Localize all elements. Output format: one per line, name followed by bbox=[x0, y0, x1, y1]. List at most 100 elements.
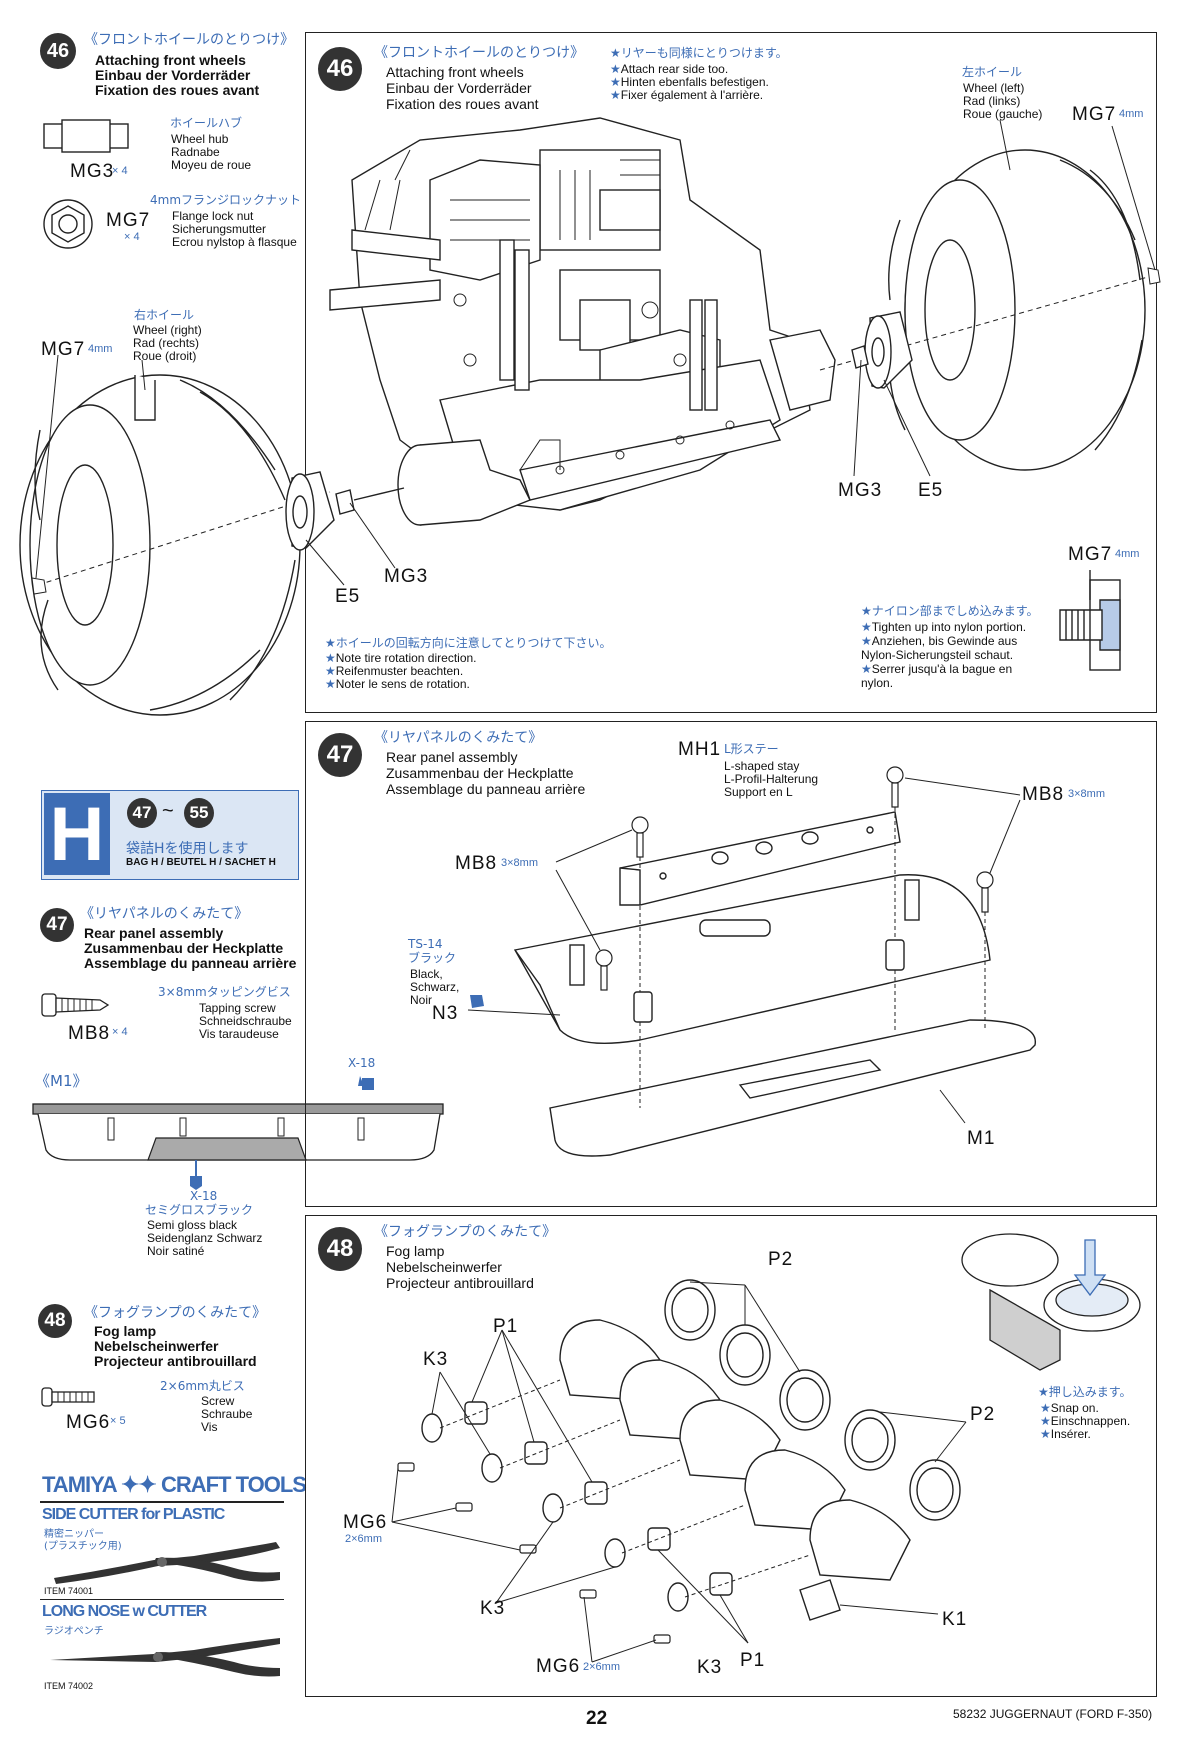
paint-top-label: X-18 bbox=[348, 1056, 376, 1070]
mb8-label-right: MB8 bbox=[1022, 784, 1065, 805]
bag-h-text: BAG H / BEUTEL H / SACHET H bbox=[126, 857, 276, 868]
bag-range-end: 55 bbox=[184, 798, 214, 828]
panel-47-en: Rear panel assembly bbox=[386, 749, 518, 765]
bag-h-jp: 袋詰Hを使用します bbox=[126, 841, 249, 857]
mh1-fr: Support en L bbox=[724, 785, 793, 799]
hub-de: Radnabe bbox=[171, 145, 220, 159]
rear-note-de: ★Hinten ebenfalls befestigen. bbox=[610, 75, 769, 89]
p1-label-top: P1 bbox=[493, 1316, 519, 1337]
mg6-size-bottom: 2×6mm bbox=[583, 1661, 620, 1673]
ts14-en: Black, bbox=[410, 967, 443, 981]
k3-label-bottom: K3 bbox=[697, 1657, 723, 1678]
panel-48-en: Fog lamp bbox=[386, 1243, 445, 1259]
panel-48-fr: Projecteur antibrouillard bbox=[386, 1275, 534, 1291]
rear-note-fr: ★Fixer également à l'arrière. bbox=[610, 88, 764, 102]
hub-jp: ホイールハブ bbox=[170, 116, 243, 130]
mb8-size-left: 3×8mm bbox=[501, 857, 538, 869]
panel-step-46 bbox=[305, 32, 1157, 713]
left-wheel-de: Rad (links) bbox=[963, 94, 1021, 108]
step-46-badge: 46 bbox=[40, 33, 76, 69]
step-46-title-jp: 《フロントホイールのとりつけ》 bbox=[84, 32, 295, 48]
tool1-jp1: 精密ニッパー bbox=[44, 1529, 104, 1540]
mg7-right-label: MG7 bbox=[1072, 104, 1117, 125]
panel-step-48 bbox=[305, 1215, 1157, 1697]
panel-46-jp: 《フロントホイールのとりつけ》 bbox=[374, 45, 585, 61]
k3-label-top: K3 bbox=[423, 1349, 449, 1370]
p2-label-right: P2 bbox=[970, 1404, 996, 1425]
nut-fr: Ecrou nylstop à flasque bbox=[172, 235, 297, 249]
mg7-left-label: MG7 bbox=[41, 339, 86, 360]
bag-range-start: 47 bbox=[127, 798, 157, 828]
rotation-de: ★Reifenmuster beachten. bbox=[325, 664, 464, 678]
nut-jp: 4mmフランジロックナット bbox=[150, 193, 302, 207]
side48-screw-qty: × 5 bbox=[110, 1415, 126, 1427]
side-screw-en: Tapping screw bbox=[199, 1001, 276, 1015]
left-wheel-fr: Roue (gauche) bbox=[963, 107, 1043, 121]
mg3-label-right: MG3 bbox=[838, 480, 883, 501]
mg7-nylon-size: 4mm bbox=[1115, 548, 1140, 560]
nylon-fr: ★Serrer jusqu'à la bague en nylon. bbox=[861, 662, 1013, 690]
step-46-title-en: Attaching front wheels bbox=[95, 52, 246, 68]
step-48-side-badge: 48 bbox=[38, 1304, 72, 1338]
ts14-fr: Noir bbox=[410, 993, 433, 1007]
tool1-item: ITEM 74001 bbox=[44, 1586, 94, 1596]
rotation-jp: ★ホイールの回転方向に注意してとりつけて下さい。 bbox=[325, 636, 612, 650]
nylon-jp: ★ナイロン部までしめ込みます。 bbox=[861, 604, 1039, 618]
side48-screw-en: Screw bbox=[201, 1394, 235, 1408]
p2-label-top: P2 bbox=[768, 1249, 794, 1270]
panel-46-de: Einbau der Vorderräder bbox=[386, 80, 532, 96]
paint-jp: セミグロスブラック bbox=[145, 1203, 254, 1217]
side-screw-code: MB8 bbox=[68, 1023, 111, 1044]
nut-qty: × 4 bbox=[124, 231, 140, 243]
tool2-jp: ラジオペンチ bbox=[44, 1626, 104, 1637]
paint-fr: Noir satiné bbox=[147, 1244, 205, 1258]
tool2-item: ITEM 74002 bbox=[44, 1681, 94, 1691]
snap-en: ★Snap on. bbox=[1040, 1401, 1099, 1415]
page-number: 22 bbox=[586, 1708, 608, 1729]
step-47-side-de: Zusammenbau der Heckplatte bbox=[84, 940, 284, 956]
tool2-name: LONG NOSE w CUTTER bbox=[42, 1603, 207, 1620]
ts14-label: TS-14 bbox=[408, 937, 443, 951]
step-47-side-en: Rear panel assembly bbox=[84, 925, 224, 941]
side-screw-jp: 3×8mmタッピングビス bbox=[158, 985, 291, 999]
mg7-nylon-label: MG7 bbox=[1068, 544, 1113, 565]
hub-code: MG3 bbox=[70, 161, 115, 182]
panel-46-badge: 46 bbox=[318, 47, 362, 91]
nut-de: Sicherungsmutter bbox=[172, 222, 267, 236]
step-48-side-en: Fog lamp bbox=[94, 1323, 157, 1339]
e5-label-right: E5 bbox=[918, 480, 944, 501]
rear-note-en: ★Attach rear side too. bbox=[610, 62, 729, 76]
long-nose-icon bbox=[50, 1638, 280, 1677]
n3-label: N3 bbox=[432, 1003, 459, 1024]
panel-47-jp: 《リヤパネルのくみたて》 bbox=[374, 730, 543, 746]
panel-step-47 bbox=[305, 721, 1157, 1207]
tools-divider-2 bbox=[40, 1599, 284, 1600]
panel-48-badge: 48 bbox=[318, 1227, 362, 1271]
snap-de: ★Einschnappen. bbox=[1040, 1414, 1131, 1428]
rotation-fr: ★Noter le sens de rotation. bbox=[325, 677, 470, 691]
nylon-de: ★Anziehen, bis Gewinde aus Nylon-Sicheru… bbox=[861, 634, 1018, 662]
right-wheel-fr: Roue (droit) bbox=[133, 349, 197, 363]
panel-46-en: Attaching front wheels bbox=[386, 64, 524, 80]
craft-tools-brand: TAMIYA ✦✦ CRAFT TOOLS bbox=[42, 1472, 307, 1497]
ts14-jp: ブラック bbox=[408, 951, 457, 965]
step-48-side-de: Nebelscheinwerfer bbox=[94, 1338, 219, 1354]
left-wheel-jp: 左ホイール bbox=[962, 65, 1023, 79]
flange-nut-icon bbox=[43, 199, 93, 249]
paint-en: Semi gloss black bbox=[147, 1218, 238, 1232]
bag-range-tilde: ~ bbox=[162, 800, 174, 822]
m1-label: M1 bbox=[967, 1128, 996, 1149]
k1-label: K1 bbox=[942, 1609, 968, 1630]
rotation-en: ★Note tire rotation direction. bbox=[325, 651, 477, 665]
screw-2x6-icon bbox=[41, 1387, 95, 1407]
mb8-size-right: 3×8mm bbox=[1068, 788, 1105, 800]
rear-panel-assembly-drawing bbox=[467, 766, 1036, 1157]
mg6-size-left: 2×6mm bbox=[345, 1533, 382, 1545]
tool1-name: SIDE CUTTER for PLASTIC bbox=[42, 1506, 225, 1523]
fog-lamp-assembly-drawing bbox=[391, 1233, 1141, 1663]
k3-label-mid: K3 bbox=[480, 1598, 506, 1619]
side48-screw-code: MG6 bbox=[66, 1412, 111, 1433]
tapping-screw-icon bbox=[41, 993, 110, 1017]
panel-47-fr: Assemblage du panneau arrière bbox=[386, 781, 586, 797]
m1-panel-view bbox=[32, 1076, 444, 1190]
